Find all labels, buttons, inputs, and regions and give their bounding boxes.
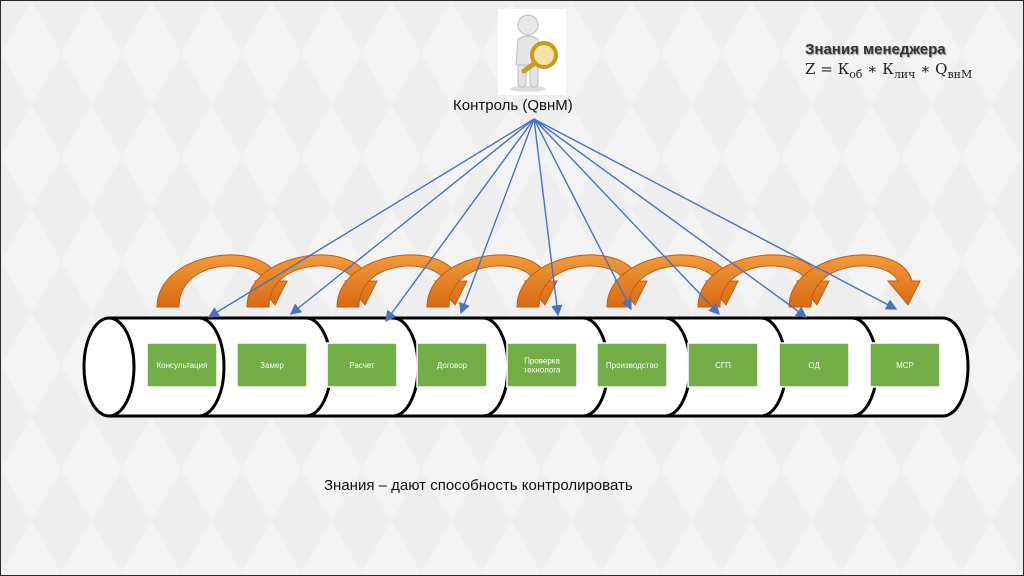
curved-arrow-icon bbox=[516, 254, 648, 308]
stage-box: Производство bbox=[596, 342, 668, 388]
stage-label: Проверка bbox=[524, 357, 560, 366]
formula-z: Z bbox=[805, 60, 816, 78]
formula-k2: К bbox=[882, 60, 894, 78]
formula-q: Q bbox=[935, 60, 948, 78]
control-arrow bbox=[385, 118, 535, 323]
formula-op2: ∗ bbox=[920, 60, 931, 78]
control-arrow bbox=[459, 118, 535, 315]
stage-box-fill bbox=[596, 342, 668, 388]
stage-box-fill bbox=[869, 342, 941, 388]
stage-box: МСР bbox=[869, 342, 941, 388]
stage-label: Производство bbox=[606, 361, 659, 370]
stage-label: СГП bbox=[715, 361, 731, 370]
formula-op1: ∗ bbox=[867, 60, 878, 78]
control-arrow bbox=[533, 118, 632, 311]
curved-arrow-icon bbox=[426, 254, 558, 308]
cylinder-left-cap bbox=[82, 316, 136, 418]
curved-arrow-icon bbox=[246, 254, 378, 308]
curved-arrow-icon bbox=[156, 254, 288, 308]
control-arrow bbox=[207, 118, 535, 318]
stage-box-fill bbox=[326, 342, 398, 388]
caption: Знания – дают способность контролировать bbox=[324, 477, 633, 494]
stage-box: Расчет bbox=[326, 342, 398, 388]
control-label: Контроль (QвнМ) bbox=[453, 97, 573, 114]
stage-box: Договор bbox=[416, 342, 488, 388]
stage-box: СГП bbox=[687, 342, 759, 388]
control-arrow bbox=[289, 118, 535, 315]
cylinder-divider bbox=[942, 316, 970, 418]
stage-box: Консультация bbox=[146, 342, 218, 388]
stage-box-fill bbox=[416, 342, 488, 388]
stage-box-fill bbox=[687, 342, 759, 388]
stage-box: ОД bbox=[778, 342, 850, 388]
formula-expression: Z = Коб ∗ Клич ∗ QвнМ bbox=[805, 60, 972, 81]
stage-label: Консультация bbox=[157, 361, 208, 370]
formula-title: Знания менеджера bbox=[805, 41, 946, 58]
formula: Знания менеджера Z = Коб ∗ Клич ∗ QвнМ bbox=[805, 41, 972, 81]
formula-q-sub: внМ bbox=[947, 68, 973, 81]
cylinder-divider bbox=[198, 316, 226, 418]
formula-k1-sub: об bbox=[849, 68, 863, 81]
stage-label: Замер bbox=[260, 361, 284, 370]
control-arrow bbox=[533, 118, 808, 318]
stage-box-fill bbox=[506, 342, 578, 388]
curved-arrow-icon bbox=[336, 254, 468, 308]
formula-k2-sub: лич bbox=[893, 68, 916, 81]
control-arrow bbox=[533, 118, 898, 310]
control-arrow bbox=[533, 118, 720, 316]
curved-arrow-icon bbox=[606, 254, 739, 308]
curved-arrow-icon bbox=[697, 254, 830, 308]
formula-eq: = bbox=[820, 60, 833, 78]
stage-box-fill bbox=[236, 342, 308, 388]
control-arrow bbox=[533, 118, 563, 317]
stage-label: Расчет bbox=[349, 361, 375, 370]
stage-label: ОД bbox=[808, 361, 820, 370]
stage-label: технолога bbox=[524, 366, 561, 375]
stage-box: Замер bbox=[236, 342, 308, 388]
person-with-magnifier-icon bbox=[498, 9, 566, 95]
stage-box-fill bbox=[146, 342, 218, 388]
formula-k1: К bbox=[837, 60, 850, 78]
stage-label: МСР bbox=[896, 361, 914, 370]
stage-label: Договор bbox=[437, 361, 468, 370]
stage-box-fill bbox=[778, 342, 850, 388]
